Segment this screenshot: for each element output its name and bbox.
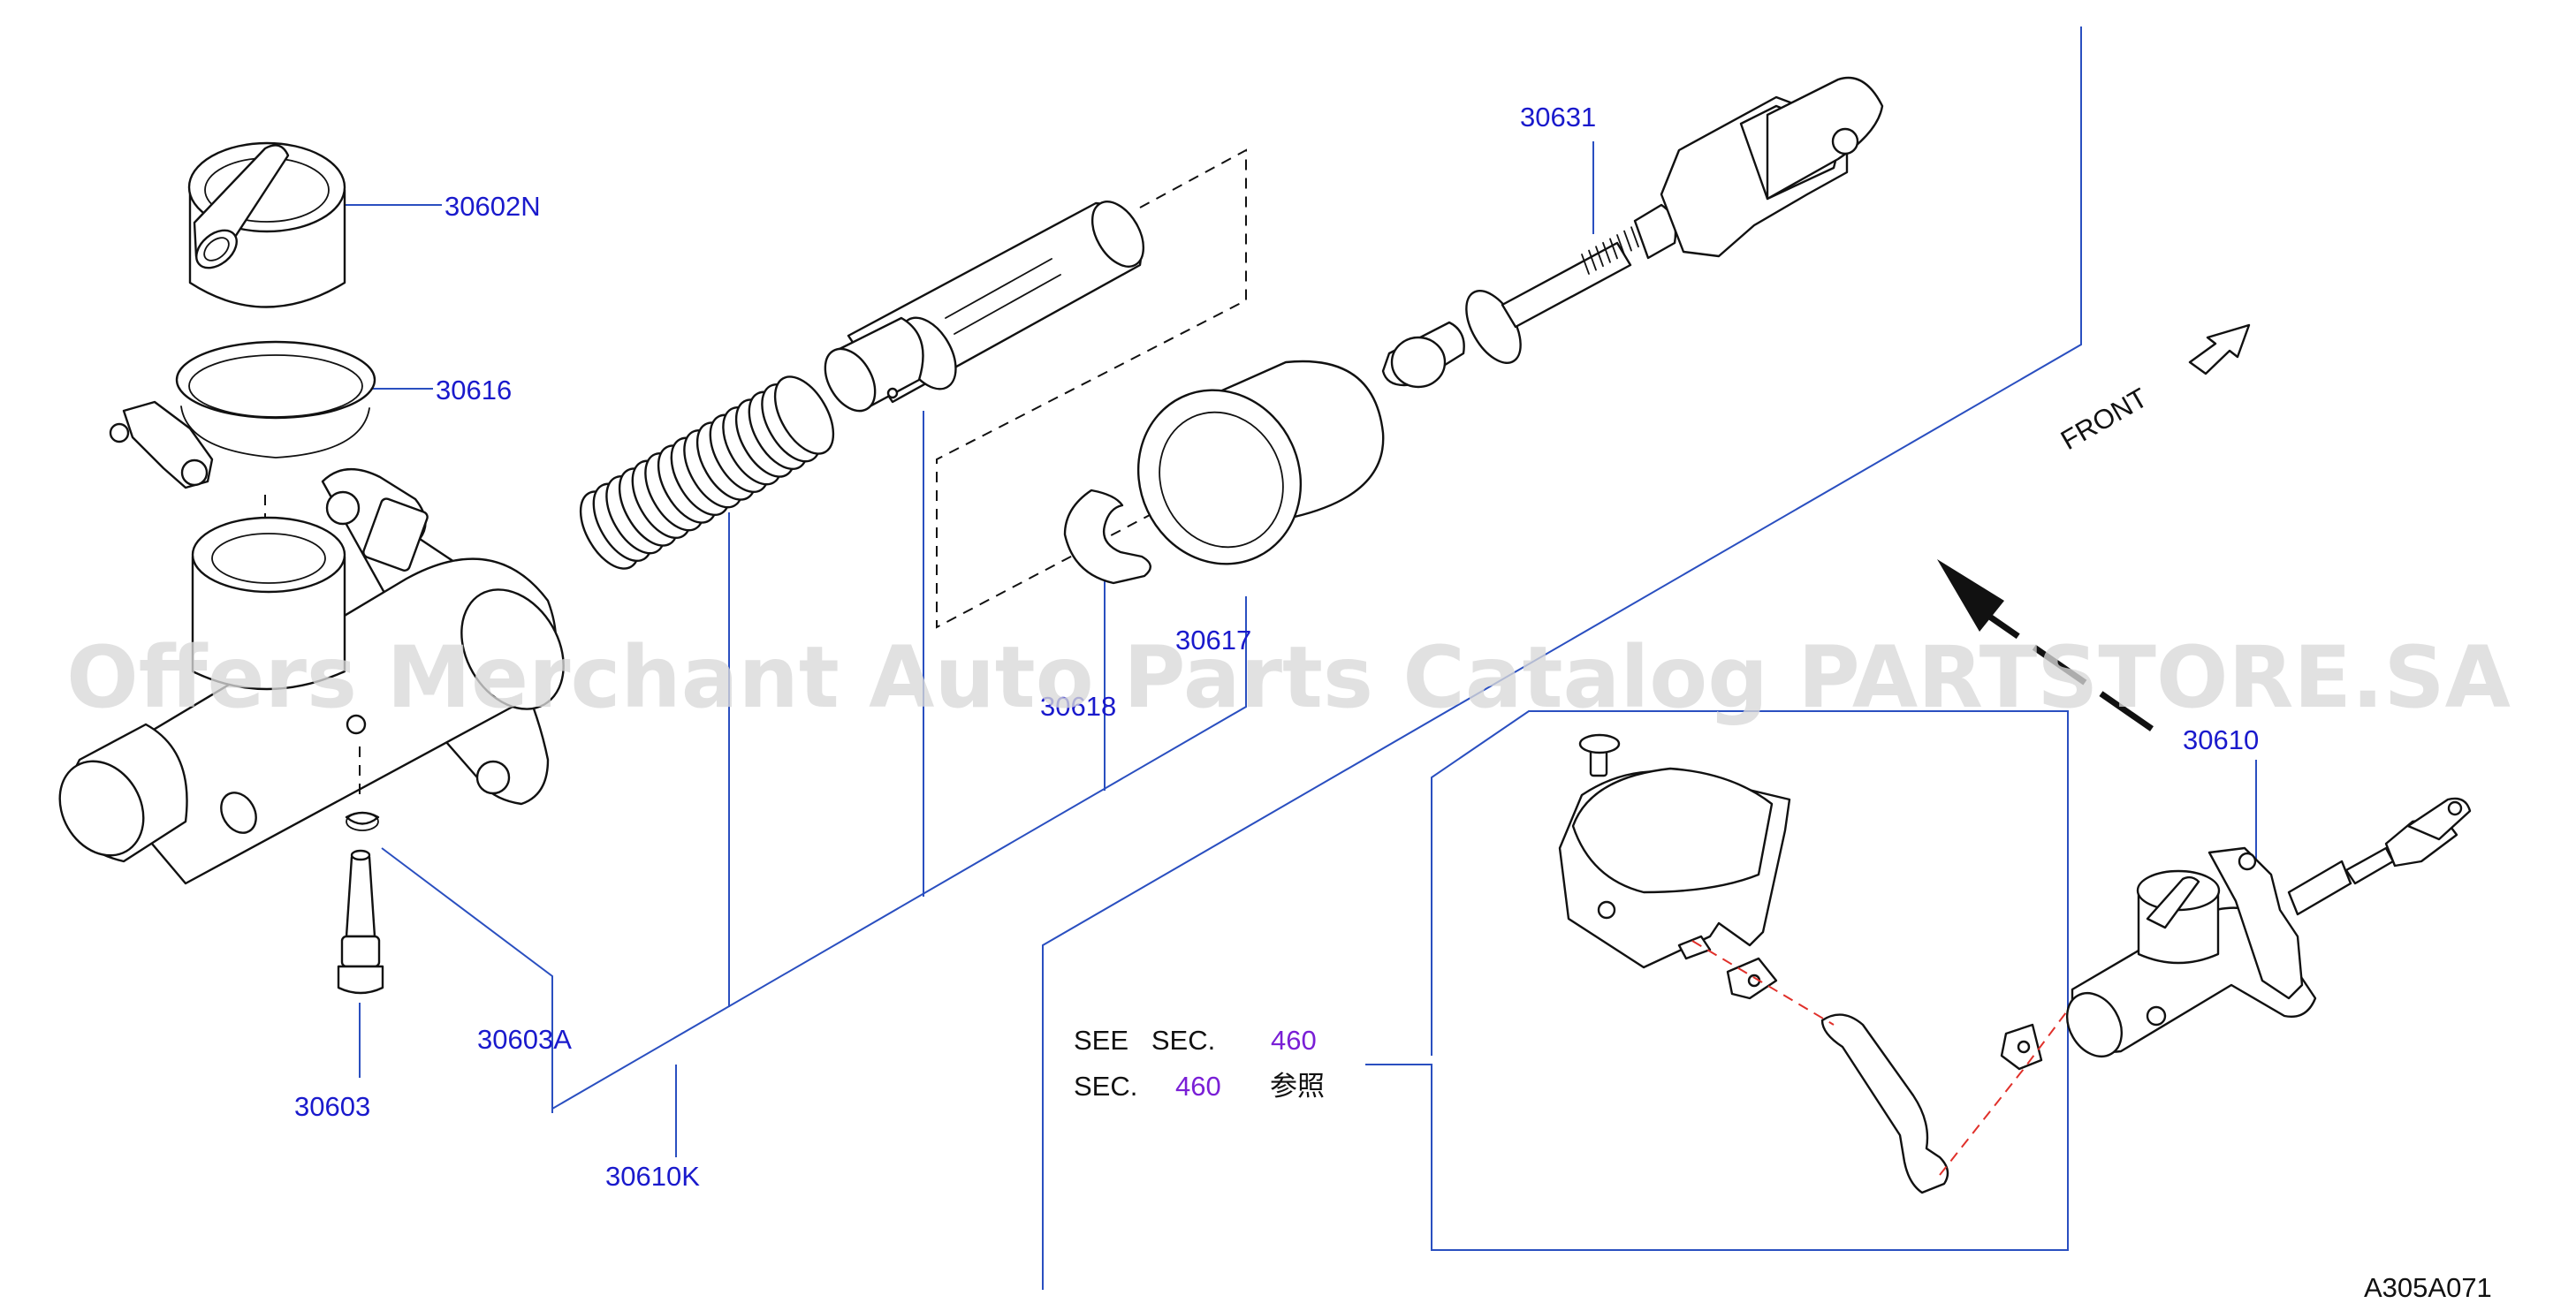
kit-bracket-line (1042, 27, 2082, 1290)
thread-line (1602, 241, 1611, 263)
piston-projection (936, 148, 1265, 629)
see-sec-ref-jp: 参照 (1270, 1071, 1325, 1102)
boot-part (1136, 360, 1385, 565)
hose-clamp-1 (1726, 957, 1778, 1000)
seal-ring-part (109, 340, 376, 489)
callout-labels: 30602N 30616 30610K 30603A 30603 30617 3… (294, 102, 2259, 1192)
push-rod-part (1381, 76, 1884, 389)
callout-30602N: 30602N (445, 191, 541, 222)
thread-line (1581, 254, 1590, 275)
thread-line (1630, 226, 1639, 248)
bleeder-screw-part (337, 849, 384, 995)
assembly-direction-arrow (1937, 559, 2154, 731)
see-section-note: SEE SEC. 460 SEC. 460 参照 (1074, 1025, 1325, 1102)
return-spring-part (579, 375, 835, 570)
diagram-code: A305A071 (2364, 1272, 2492, 1303)
see-sec-link-1[interactable]: 460 (1271, 1025, 1317, 1056)
master-cylinder-body (58, 467, 565, 885)
thread-line (1609, 238, 1618, 260)
callout-30603A: 30603A (477, 1024, 572, 1055)
thread-line (1595, 246, 1604, 268)
thread-line (1623, 230, 1632, 252)
leader-lines (345, 27, 2257, 1290)
front-indicator: FRONT (2055, 323, 2251, 456)
thread-line (1588, 249, 1597, 271)
master-cylinder-assembly (2065, 797, 2472, 1057)
callout-30617: 30617 (1175, 625, 1251, 656)
front-label: FRONT (2055, 382, 2153, 456)
bleeder-seat-part (345, 811, 380, 831)
callout-30618: 30618 (1040, 691, 1116, 722)
callout-30603: 30603 (294, 1091, 370, 1122)
hose-clamp-2 (2000, 1023, 2043, 1071)
callout-30610K: 30610K (605, 1161, 700, 1192)
front-arrow-icon (2188, 323, 2251, 375)
stopper-ring-part (1063, 489, 1151, 585)
see-sec-link-2[interactable]: 460 (1175, 1071, 1221, 1102)
spring-coil (773, 375, 835, 455)
watermark: Offers Merchant Auto Parts Catalog PARTS… (66, 628, 2511, 727)
reservoir-tank-part (1558, 733, 1791, 969)
see-sec-line2: SEC. (1074, 1071, 1137, 1102)
piston-part (824, 201, 1145, 413)
callout-30616: 30616 (436, 375, 512, 405)
see-sec-line1: SEE SEC. (1074, 1025, 1215, 1056)
reservoir-cap-part (187, 141, 346, 308)
kit-bracket-lower (551, 596, 1247, 1110)
callout-30610: 30610 (2183, 724, 2259, 755)
thread-line (1616, 234, 1625, 255)
hose-route-1 (1691, 940, 1835, 1026)
reservoir-hose (1820, 1013, 1949, 1194)
inset-frame (1365, 710, 2069, 1251)
callout-30631: 30631 (1520, 102, 1596, 133)
